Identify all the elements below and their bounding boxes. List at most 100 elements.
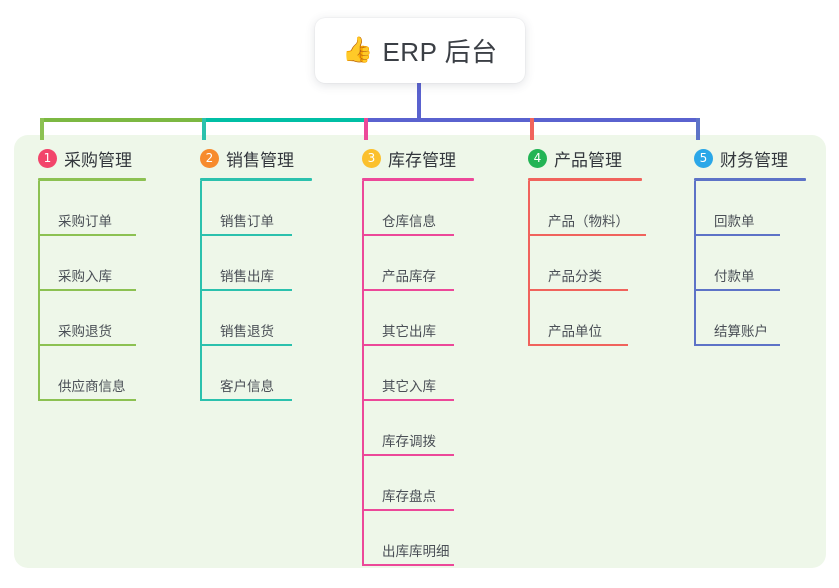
list-item[interactable]: 库存盘点 xyxy=(362,456,474,511)
list-item-label: 库存调拨 xyxy=(382,434,436,449)
list-item-label: 其它入库 xyxy=(382,379,436,394)
column-item-list: 仓库信息产品库存其它出库其它入库库存调拨库存盘点出库库明细 xyxy=(362,181,474,566)
root-node-erp-backend[interactable]: 👍 ERP 后台 xyxy=(315,18,525,83)
list-item-rule xyxy=(362,454,454,456)
list-item-rule xyxy=(362,344,454,346)
drop-stub-5 xyxy=(696,118,700,140)
list-item-rule xyxy=(38,234,136,236)
list-item[interactable]: 结算账户 xyxy=(694,291,806,346)
list-item-label: 付款单 xyxy=(714,269,755,284)
list-item[interactable]: 客户信息 xyxy=(200,346,312,401)
list-item-label: 采购入库 xyxy=(58,269,112,284)
column-header-4[interactable]: 4 产品管理 xyxy=(528,146,642,170)
list-item-label: 出库库明细 xyxy=(382,544,450,559)
list-item[interactable]: 产品（物料） xyxy=(528,181,646,236)
column-header-rule xyxy=(362,178,474,181)
column-header-3[interactable]: 3 库存管理 xyxy=(362,146,474,170)
list-item[interactable]: 供应商信息 xyxy=(38,346,146,401)
list-item-label: 回款单 xyxy=(714,214,755,229)
column-item-list: 销售订单销售出库销售退货客户信息 xyxy=(200,181,312,401)
list-item-label: 产品（物料） xyxy=(548,214,629,229)
list-item[interactable]: 销售出库 xyxy=(200,236,312,291)
list-item-rule xyxy=(694,344,780,346)
column-spine xyxy=(362,181,364,566)
thumbs-up-icon: 👍 xyxy=(342,36,374,64)
bus-segment-mid xyxy=(202,118,367,122)
list-item[interactable]: 产品分类 xyxy=(528,236,642,291)
list-item[interactable]: 采购入库 xyxy=(38,236,146,291)
list-item[interactable]: 采购退货 xyxy=(38,291,146,346)
list-item-label: 产品库存 xyxy=(382,269,436,284)
root-node-content: 👍 ERP 后台 xyxy=(342,32,497,69)
list-item-rule xyxy=(528,289,628,291)
list-item-label: 客户信息 xyxy=(220,379,274,394)
list-item-rule xyxy=(362,234,454,236)
column-header-rule xyxy=(528,178,642,181)
root-node-label: ERP 后台 xyxy=(382,37,498,67)
list-item[interactable]: 仓库信息 xyxy=(362,181,474,236)
list-item[interactable]: 其它出库 xyxy=(362,291,474,346)
list-item-rule xyxy=(38,344,136,346)
list-item-rule xyxy=(362,564,454,566)
list-item-rule xyxy=(200,234,292,236)
list-item-rule xyxy=(528,234,646,236)
list-item[interactable]: 出库库明细 xyxy=(362,511,474,566)
column-title-label: 库存管理 xyxy=(388,150,456,170)
drop-stub-1 xyxy=(40,118,44,140)
list-item-rule xyxy=(362,289,454,291)
column-title-label: 销售管理 xyxy=(226,150,294,170)
column-spine xyxy=(694,181,696,346)
list-item-rule xyxy=(200,399,292,401)
column-header-rule xyxy=(694,178,806,181)
list-item-rule xyxy=(694,234,780,236)
list-item-label: 销售退货 xyxy=(220,324,274,339)
list-item-label: 产品单位 xyxy=(548,324,602,339)
list-item[interactable]: 销售退货 xyxy=(200,291,312,346)
list-item[interactable]: 回款单 xyxy=(694,181,806,236)
column-header-rule xyxy=(38,178,146,181)
column-spine xyxy=(200,181,202,401)
column-3-库存管理: 3 库存管理仓库信息产品库存其它出库其它入库库存调拨库存盘点出库库明细 xyxy=(362,146,474,566)
column-title-label: 财务管理 xyxy=(720,150,788,170)
background-panel xyxy=(14,135,826,568)
bus-segment-left xyxy=(40,118,205,122)
column-item-list: 产品（物料） 产品分类产品单位 xyxy=(528,181,646,346)
list-item[interactable]: 付款单 xyxy=(694,236,806,291)
drop-stub-3 xyxy=(364,118,368,140)
root-stem xyxy=(417,83,421,122)
list-item-label: 销售出库 xyxy=(220,269,274,284)
list-item[interactable]: 库存调拨 xyxy=(362,401,474,456)
list-item[interactable]: 其它入库 xyxy=(362,346,474,401)
column-header-1[interactable]: 1 采购管理 xyxy=(38,146,146,170)
column-title-label: 产品管理 xyxy=(554,150,622,170)
column-title-label: 采购管理 xyxy=(64,150,132,170)
list-item-rule xyxy=(694,289,780,291)
list-item-label: 采购订单 xyxy=(58,214,112,229)
list-item-label: 其它出库 xyxy=(382,324,436,339)
list-item-label: 结算账户 xyxy=(714,324,768,339)
number-badge-3: 3 xyxy=(362,148,381,168)
list-item-rule xyxy=(200,289,292,291)
list-item-label: 销售订单 xyxy=(220,214,274,229)
list-item[interactable]: 产品库存 xyxy=(362,236,474,291)
list-item-rule xyxy=(38,289,136,291)
number-badge-2: 2 xyxy=(200,148,219,168)
column-4-产品管理: 4 产品管理产品（物料） 产品分类产品单位 xyxy=(528,146,646,346)
list-item-label: 仓库信息 xyxy=(382,214,436,229)
list-item-label: 库存盘点 xyxy=(382,489,436,504)
column-header-2[interactable]: 2 销售管理 xyxy=(200,146,312,170)
list-item-label: 产品分类 xyxy=(548,269,602,284)
column-item-list: 回款单付款单结算账户 xyxy=(694,181,806,346)
list-item[interactable]: 采购订单 xyxy=(38,181,146,236)
list-item[interactable]: 产品单位 xyxy=(528,291,642,346)
list-item-rule xyxy=(38,399,136,401)
drop-stub-4 xyxy=(530,118,534,140)
number-badge-1: 1 xyxy=(38,148,57,168)
column-1-采购管理: 1 采购管理采购订单采购入库采购退货供应商信息 xyxy=(38,146,146,401)
column-2-销售管理: 2 销售管理销售订单销售出库销售退货客户信息 xyxy=(200,146,312,401)
column-spine xyxy=(38,181,40,401)
list-item-label: 供应商信息 xyxy=(58,379,126,394)
number-badge-4: 4 xyxy=(528,148,547,168)
list-item[interactable]: 销售订单 xyxy=(200,181,312,236)
